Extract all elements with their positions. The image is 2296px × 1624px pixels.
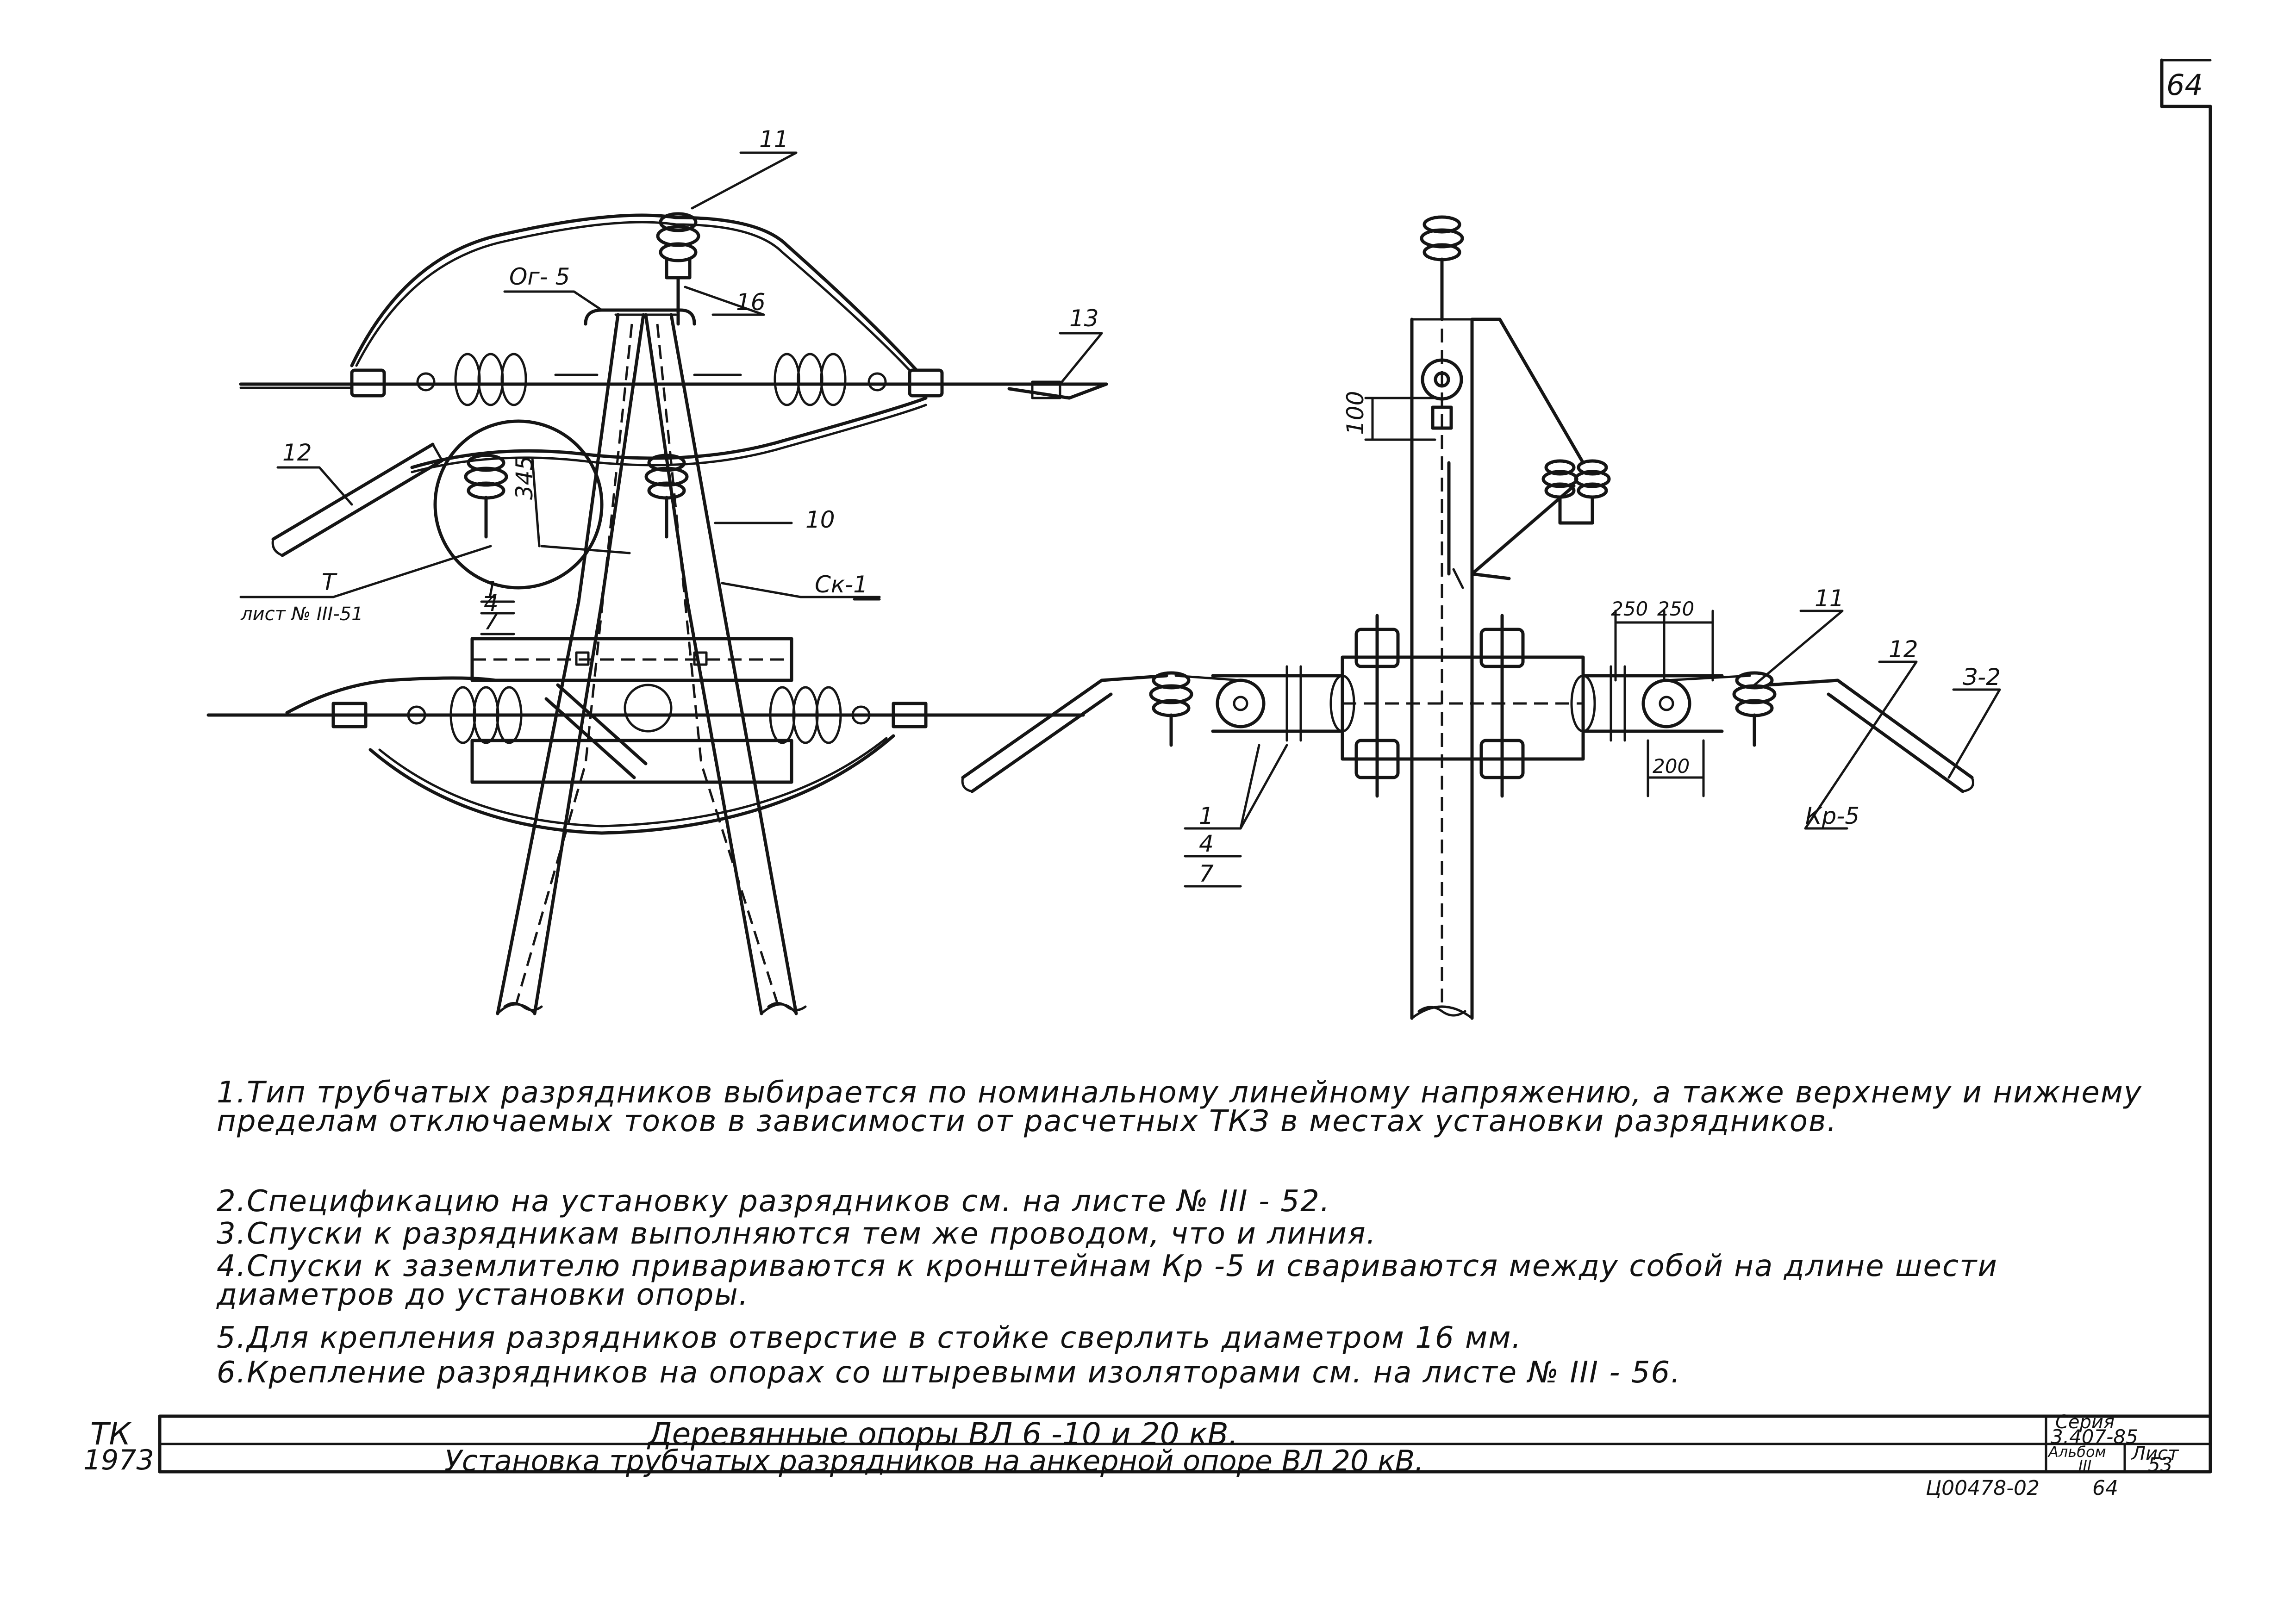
label-dim200: 200 bbox=[1653, 755, 1690, 778]
tb-title2: Установка трубчатых разрядников на анкер… bbox=[444, 1444, 1424, 1478]
label-12: 12 bbox=[282, 439, 312, 466]
label-dim250b: 250 bbox=[1657, 597, 1694, 620]
sheet-number: 64 bbox=[2166, 68, 2203, 102]
sheet-number-box bbox=[2160, 58, 2212, 108]
tb-series-value: 3.407-85 bbox=[2051, 1425, 2138, 1448]
label-4: 4 bbox=[484, 590, 499, 616]
label-11: 11 bbox=[759, 126, 789, 153]
label-13: 13 bbox=[1069, 305, 1099, 332]
label-og5: Ог- 5 bbox=[509, 263, 570, 290]
label-r4: 4 bbox=[1199, 830, 1214, 857]
tb-org: ТК bbox=[90, 1416, 131, 1452]
label-z2: З-2 bbox=[1963, 664, 2001, 691]
tb-year: 1973 bbox=[83, 1444, 154, 1476]
label-r1: 1 bbox=[1199, 803, 1214, 829]
label-r11: 11 bbox=[1815, 585, 1844, 612]
label-dim100: 100 bbox=[1342, 391, 1369, 435]
tb-series-label: Серия bbox=[2055, 1412, 2115, 1433]
note-3: 3.Спуски к разрядникам выполняются тем ж… bbox=[217, 1217, 1377, 1251]
tb-title1: Деревянные опоры ВЛ 6 -10 и 20 кВ. bbox=[648, 1416, 1238, 1452]
left-pole-view bbox=[206, 151, 1108, 1015]
label-ref-T: T bbox=[322, 569, 337, 596]
label-sk1: Ск-1 bbox=[815, 571, 868, 598]
label-10: 10 bbox=[805, 506, 835, 533]
note-5: 5.Для крепления разрядников отверстие в … bbox=[217, 1321, 1522, 1355]
right-pole-view bbox=[961, 215, 2001, 1020]
tb-album-value: III bbox=[2078, 1457, 2092, 1475]
tb-sheet-value: 53 bbox=[2148, 1453, 2173, 1476]
label-ref-sheet: лист № III-51 bbox=[240, 604, 363, 625]
note-2: 2.Спецификацию на установку разрядников … bbox=[217, 1184, 1331, 1219]
label-dim250a: 250 bbox=[1611, 597, 1648, 620]
label-1: 1 bbox=[484, 577, 499, 604]
label-kp5: Кр-5 bbox=[1805, 803, 1859, 829]
tb-sheet-label: Лист bbox=[2132, 1443, 2179, 1464]
label-16: 16 bbox=[736, 289, 766, 316]
drawing-labels: 11 Ог- 5 16 13 12 345 10 Ск-1 T лист № I… bbox=[240, 126, 2001, 887]
tb-doc-page: 64 bbox=[2092, 1476, 2118, 1500]
tb-doc-code: Ц00478-02 bbox=[1926, 1476, 2040, 1500]
note-6: 6.Крепление разрядников на опорах со шты… bbox=[217, 1356, 1681, 1390]
note-1: 1.Тип трубчатых разрядников выбирается п… bbox=[217, 1076, 2142, 1139]
label-dim345: 345 bbox=[511, 456, 538, 500]
label-7: 7 bbox=[484, 608, 499, 635]
label-r7: 7 bbox=[1199, 860, 1214, 887]
sheet-frame bbox=[158, 105, 2212, 1474]
tb-album-label: Альбом bbox=[2048, 1443, 2106, 1461]
note-4: 4.Спуски к заземлителю привариваются к к… bbox=[217, 1249, 1998, 1312]
label-r12: 12 bbox=[1889, 636, 1918, 663]
